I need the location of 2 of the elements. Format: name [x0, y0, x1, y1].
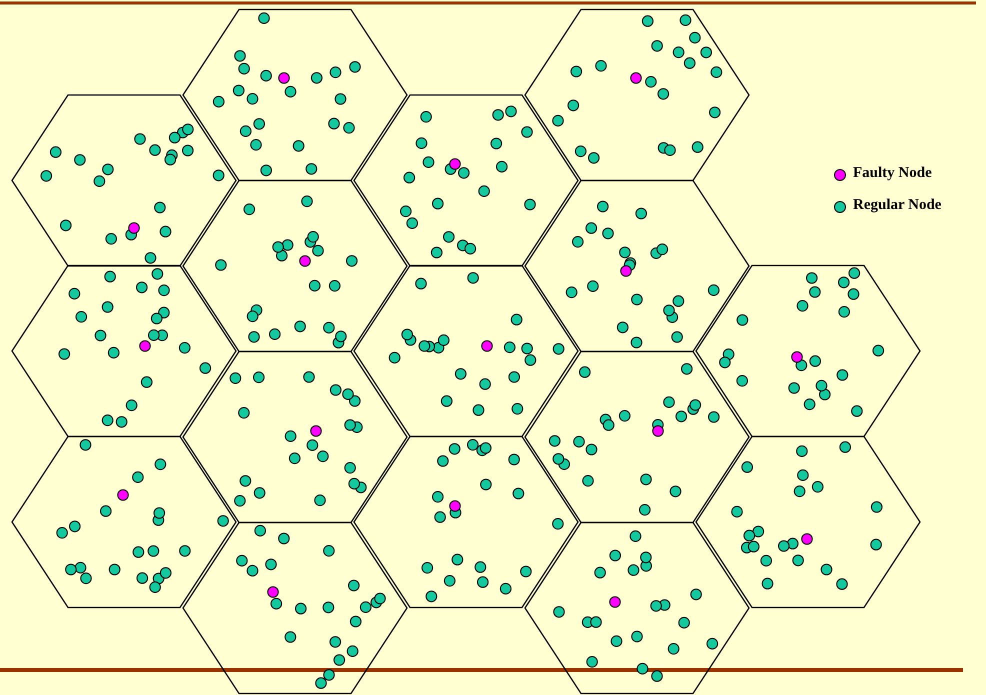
legend-label: Faulty Node [853, 165, 932, 182]
legend-label: Regular Node [853, 197, 942, 214]
